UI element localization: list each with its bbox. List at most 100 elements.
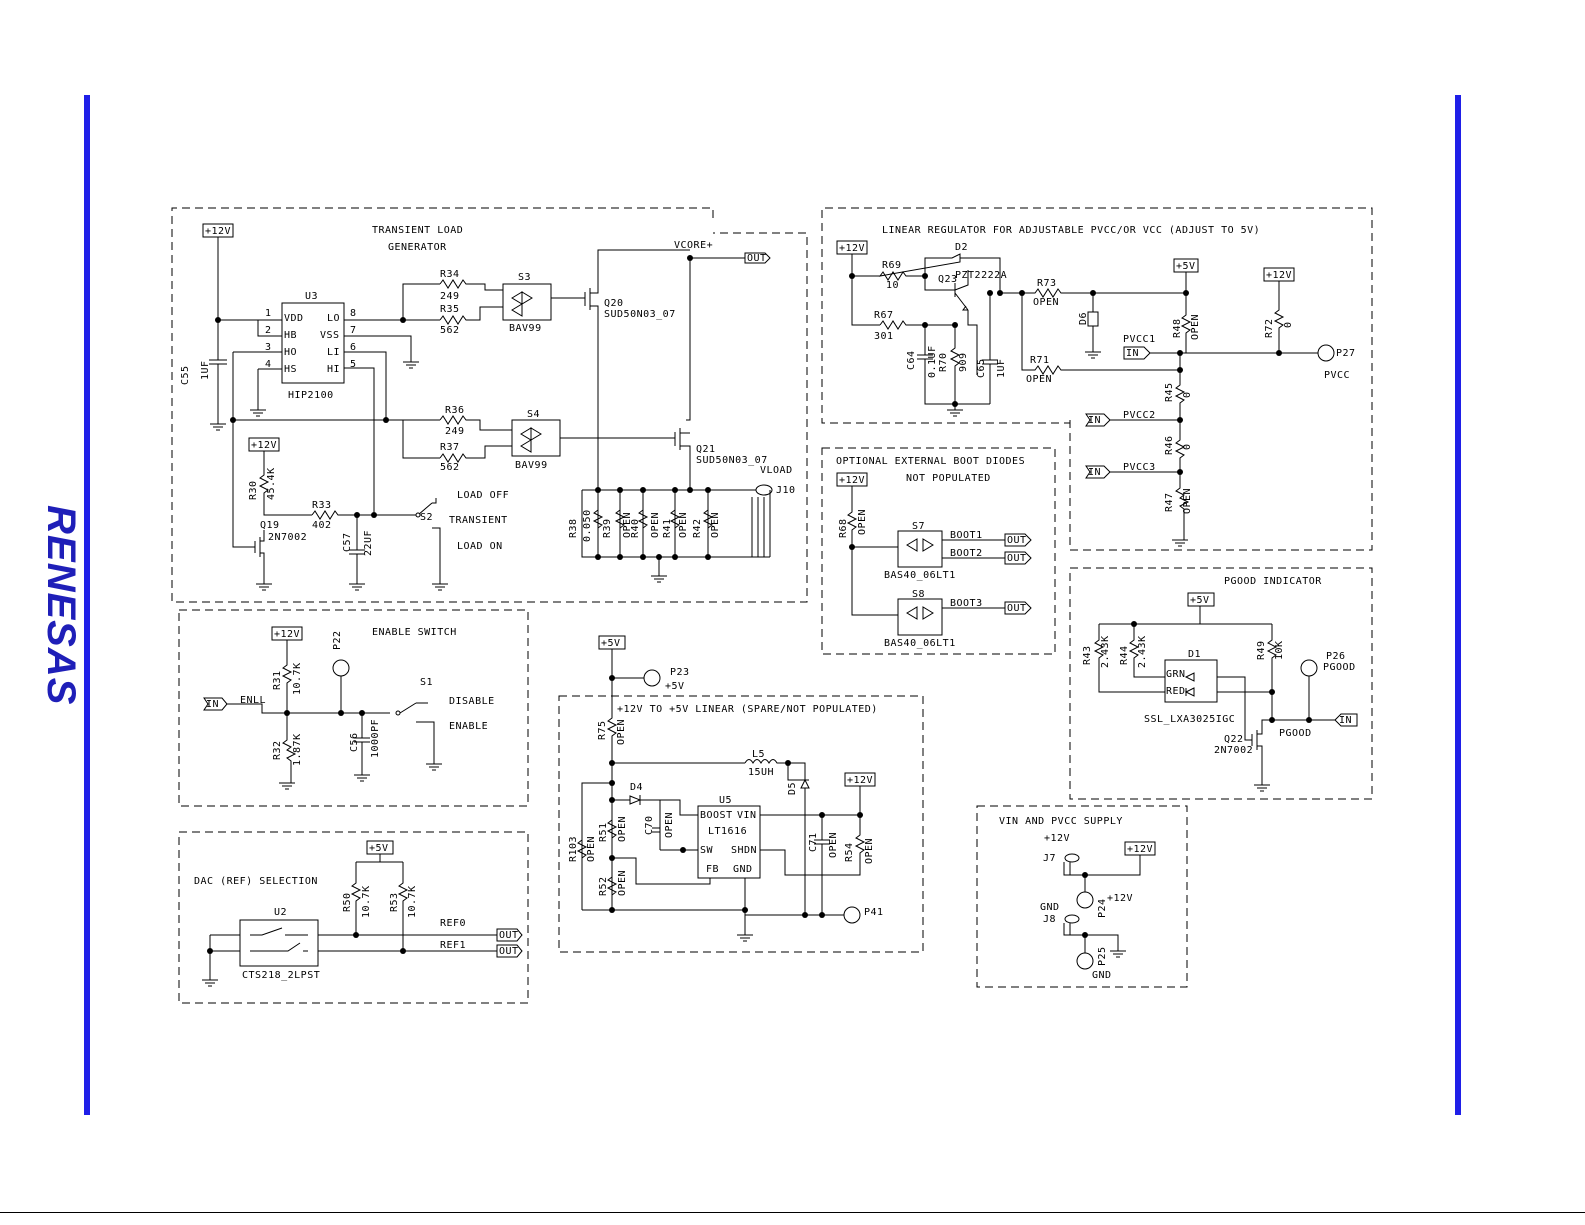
r68-value: OPEN: [857, 509, 868, 535]
renesas-logo: RENESAS: [39, 505, 83, 705]
r49-label: R49: [1256, 640, 1267, 660]
u3-pin-ho: HO: [284, 347, 297, 358]
q20-label: Q20: [604, 298, 624, 309]
r68-label: R68: [838, 518, 849, 538]
p25-label: P25: [1097, 946, 1108, 966]
d1-red-label: RED: [1166, 686, 1186, 697]
right-accent-bar: [1455, 95, 1461, 1115]
c70-value: OPEN: [664, 812, 675, 838]
u3-pinnum-8: 8: [350, 308, 357, 319]
r75-value: OPEN: [616, 719, 627, 745]
dac-selection-section: DAC (REF) SELECTION +5V R50 10.7K R53 10…: [178, 831, 529, 1004]
u3-pinnum-3: 3: [265, 342, 272, 353]
l5-value: 15UH: [748, 767, 774, 778]
r45-value: 0: [1182, 391, 1193, 398]
p26-label: P26: [1326, 651, 1346, 662]
linreg-12v-flag-2: +12V: [1266, 270, 1292, 281]
r71-value: OPEN: [1026, 374, 1052, 385]
r40-value: OPEN: [650, 512, 661, 538]
r32-label: R32: [272, 740, 283, 760]
r72-label: R72: [1264, 318, 1275, 338]
d2-label: D2: [955, 242, 968, 253]
u3-pin-hs: HS: [284, 364, 297, 375]
r35-value: 562: [440, 325, 460, 336]
r44-label: R44: [1119, 645, 1130, 665]
u3-pinnum-2: 2: [265, 325, 272, 336]
ref0-label: REF0: [440, 918, 466, 929]
linear5v-title: +12V TO +5V LINEAR (SPARE/NOT POPULATED): [617, 704, 878, 715]
u3-pinnum-5: 5: [350, 359, 357, 370]
vload-label: VLOAD: [760, 465, 793, 476]
u3-part: HIP2100: [288, 390, 334, 401]
s1-label: S1: [420, 677, 433, 688]
pvcc1-label: PVCC1: [1123, 334, 1156, 345]
u5-pin-vin: VIN: [737, 810, 757, 821]
transient-title-1: TRANSIENT LOAD: [372, 225, 463, 236]
load-off-label: LOAD OFF: [457, 490, 509, 501]
s4-label: S4: [527, 409, 540, 420]
d1-grn-label: GRN: [1166, 669, 1186, 680]
r35-label: R35: [440, 304, 460, 315]
r72-value: 0: [1283, 321, 1294, 328]
vcore-label: VCORE+: [674, 240, 713, 251]
j8-label: J8: [1043, 914, 1056, 925]
s7-label: S7: [912, 521, 925, 532]
r34-label: R34: [440, 269, 460, 280]
c56-label: C56: [349, 732, 360, 752]
ref1-label: REF1: [440, 940, 466, 951]
u3-pin-hb: HB: [284, 330, 297, 341]
r47-value: OPEN: [1182, 488, 1193, 514]
supply-section: VIN AND PVCC SUPPLY +12V J7 +12V P24 +12…: [976, 805, 1188, 988]
c65-label: C65: [976, 358, 987, 378]
q20-part: SUD50N03_07: [604, 309, 676, 320]
linreg-12v-flag: +12V: [839, 243, 865, 254]
r43-value: 2.43K: [1100, 635, 1111, 668]
u3-pinnum-4: 4: [265, 359, 272, 370]
q22-part: 2N7002: [1214, 745, 1253, 756]
r32-value: 1.87K: [292, 733, 303, 766]
r34-value: 249: [440, 291, 460, 302]
boot2-out-flag: OUT: [1007, 553, 1027, 564]
c55-label: C55: [180, 365, 191, 385]
r39-value: OPEN: [622, 512, 633, 538]
r69-label: R69: [882, 260, 902, 271]
u3-pin-li: LI: [327, 347, 340, 358]
supply-12v-flag: +12V: [1127, 844, 1153, 855]
linear5v-12v-flag: +12V: [847, 775, 873, 786]
r36-label: R36: [445, 405, 465, 416]
enable-switch-section: ENABLE SWITCH +12V R31 10.7K R32 1.87K I…: [178, 609, 529, 807]
r46-label: R46: [1164, 435, 1175, 455]
u5-pin-shdn: SHDN: [731, 845, 757, 856]
p22-label: P22: [332, 630, 343, 650]
load-on-label: LOAD ON: [457, 541, 503, 552]
r39-label: R39: [602, 518, 613, 538]
r54-value: OPEN: [864, 838, 875, 864]
pvcc3-label: PVCC3: [1123, 462, 1156, 473]
pgood-5v-flag: +5V: [1190, 595, 1210, 606]
supply-12v-label: +12V: [1044, 833, 1070, 844]
q23-label: Q23: [938, 274, 958, 285]
c64-label: C64: [906, 350, 917, 370]
u3-pin-vdd: VDD: [284, 313, 304, 324]
s8-part: BAS40_06LT1: [884, 638, 956, 649]
enable-label: ENABLE: [449, 721, 488, 732]
disable-label: DISABLE: [449, 696, 495, 707]
r73-value: OPEN: [1033, 297, 1059, 308]
q23-part: PZT2222A: [955, 270, 1007, 281]
p41-label: P41: [864, 907, 884, 918]
r37-label: R37: [440, 442, 460, 453]
r41-value: OPEN: [678, 512, 689, 538]
c71-value: OPEN: [828, 832, 839, 858]
r52-value: OPEN: [617, 870, 628, 896]
r33-value: 402: [312, 520, 332, 531]
r44-value: 2.43K: [1137, 635, 1148, 668]
supply-gnd-label: GND: [1040, 902, 1060, 913]
ref1-out-flag: OUT: [499, 946, 519, 957]
vcore-out-flag: OUT: [747, 253, 767, 264]
r51-label: R51: [598, 822, 609, 842]
boot-title-1: OPTIONAL EXTERNAL BOOT DIODES: [836, 456, 1025, 467]
linear5v-power-flag: +5V: [601, 638, 621, 649]
pvcc1-in-flag: IN: [1126, 348, 1139, 359]
boot2-label: BOOT2: [950, 548, 983, 559]
